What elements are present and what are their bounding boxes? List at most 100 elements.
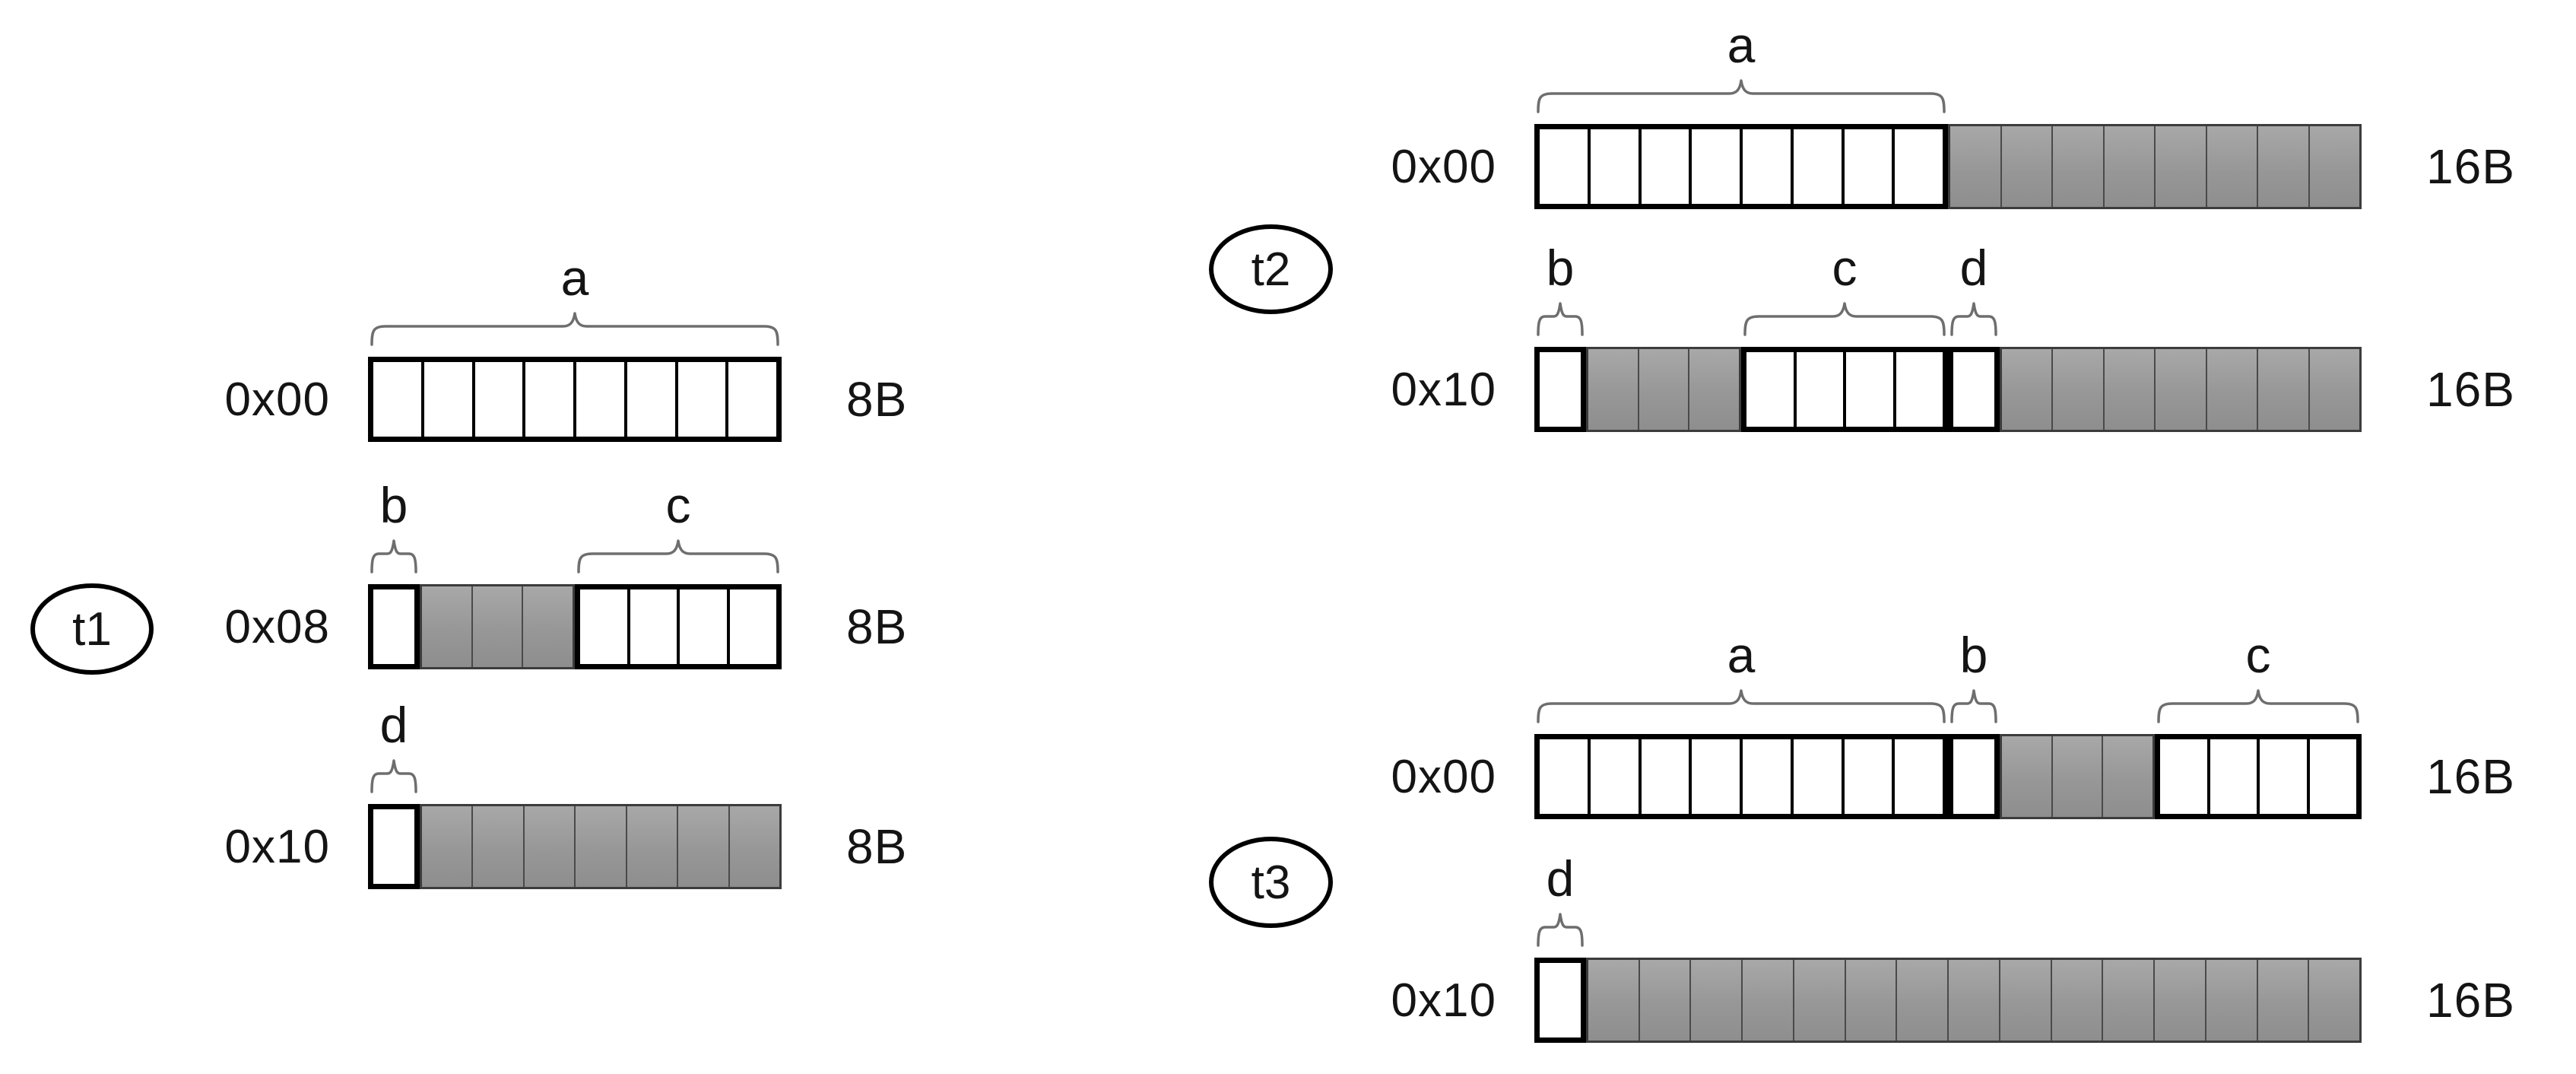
white-segment [1948,347,2000,432]
overbrace-icon [1537,302,1584,336]
byte-cell [627,806,679,887]
address-label: 0x10 [224,820,330,873]
byte-cell [2053,126,2105,207]
gray-segment [420,804,782,889]
byte-cell [1692,739,1743,814]
white-segment [368,584,420,669]
byte-cell [1846,352,1896,427]
byte-cell [730,806,779,887]
field-brace [370,758,417,793]
byte-cell [1692,129,1743,204]
byte-cell [2258,126,2310,207]
byte-cell [1797,352,1846,427]
byte-cell [1591,739,1642,814]
byte-cell [2207,126,2258,207]
byte-cell [1896,352,1943,427]
byte-cell [373,589,414,664]
overbrace-icon [1537,79,1946,113]
byte-cell [1591,129,1642,204]
address-label: 0x08 [224,600,330,653]
byte-cell [2156,349,2207,430]
byte-cell [1845,739,1896,814]
byte-cell [1949,960,2000,1041]
gray-segment [2000,347,2362,432]
field-label: d [1959,240,1988,296]
byte-cell [2258,960,2310,1041]
size-label: 16B [2426,973,2515,1028]
size-label: 16B [2426,749,2515,804]
overbrace-icon [1950,302,1997,336]
size-label: 16B [2426,139,2515,194]
field-label: d [1546,850,1575,907]
byte-cell [1743,960,1794,1041]
byte-cell [678,362,729,437]
byte-cell [1691,960,1743,1041]
byte-cell [680,589,730,664]
white-segment [368,804,420,889]
field-brace [1950,301,1997,336]
byte-cell [1540,129,1591,204]
byte-cell [2155,960,2206,1041]
byte-cell [1846,960,1898,1041]
byte-cell [2103,960,2156,1041]
byte-cell [1640,960,1692,1041]
field-label: c [665,477,691,533]
field-brace [1537,912,1584,947]
byte-cell [373,809,414,884]
byte-cell [1743,129,1794,204]
white-segment [575,584,782,669]
byte-cell [473,586,524,667]
struct-label: t2 [1251,243,1291,296]
byte-cell [525,362,576,437]
size-label: 8B [846,599,908,654]
byte-cell [1540,963,1581,1037]
byte-cell [1794,960,1846,1041]
byte-cell [2207,349,2259,430]
memory-row [1534,958,2362,1043]
byte-cell [1743,739,1794,814]
byte-cell [2310,349,2359,430]
gray-segment [1586,347,1741,432]
field-brace [1743,301,1946,336]
overbrace-icon [1950,689,1997,723]
field-label: a [1727,627,1756,683]
white-segment [1741,347,1948,432]
byte-cell [678,806,730,887]
byte-cell [627,362,678,437]
byte-cell [2002,736,2053,817]
byte-cell [1895,739,1943,814]
field-brace [1537,301,1584,336]
field-brace [1537,688,1946,723]
byte-cell [2310,739,2357,814]
byte-cell [1845,129,1896,204]
field-label: b [1959,627,1988,683]
byte-cell [730,589,777,664]
field-label: a [560,249,589,306]
field-brace [1950,688,1997,723]
byte-cell [523,586,573,667]
white-segment [1534,958,1586,1043]
byte-cell [728,362,776,437]
gray-segment [2000,734,2155,819]
byte-cell [1588,349,1639,430]
byte-cell [2206,960,2258,1041]
byte-cell [2052,960,2104,1041]
byte-cell [1639,349,1690,430]
struct-oval-t1: t1 [30,583,154,675]
struct-label: t1 [72,602,112,656]
white-segment [368,357,782,442]
struct-oval-t3: t3 [1209,837,1333,928]
byte-cell [576,806,627,887]
address-label: 0x00 [1391,750,1496,803]
byte-cell [2258,349,2310,430]
white-segment [1534,124,1948,209]
field-brace [370,539,417,574]
byte-cell [2103,736,2152,817]
byte-cell [2105,126,2156,207]
address-label: 0x00 [1391,140,1496,193]
memory-row [368,357,782,442]
white-segment [1948,734,2000,819]
field-label: b [379,477,408,533]
size-label: 8B [846,819,908,874]
struct-oval-t2: t2 [1209,224,1333,314]
